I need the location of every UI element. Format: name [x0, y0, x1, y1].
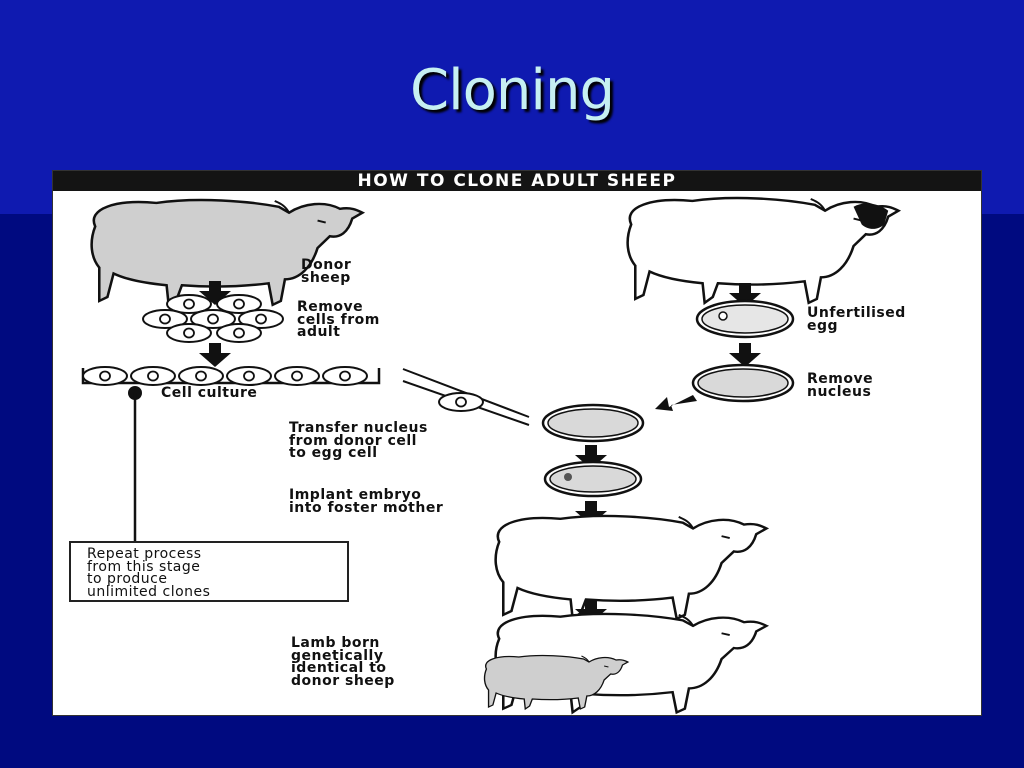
slide-title: Cloning — [409, 58, 615, 123]
arrow-egg-to-transfer — [655, 395, 697, 411]
cloning-diagram: HOW TO CLONE ADULT SHEEP — [52, 170, 982, 716]
label-cell-culture: Cell culture — [161, 385, 258, 401]
label-donor-sheep: Donor sheep — [301, 257, 352, 286]
foster-mother-sheep — [494, 514, 768, 620]
label-unfertilised-egg: Unfertilised egg — [807, 305, 906, 334]
diagram-header: HOW TO CLONE ADULT SHEEP — [53, 171, 981, 191]
label-lamb-born: Lamb born genetically identical to donor… — [291, 635, 395, 689]
label-remove-cells: Remove cells from adult — [297, 299, 380, 340]
label-repeat-process: Repeat process from this stage to produc… — [87, 546, 211, 600]
diagram-artwork — [81, 196, 900, 714]
donor-sheep — [90, 198, 364, 307]
label-remove-nucleus: Remove nucleus — [807, 371, 874, 400]
egg-donor-sheep — [626, 196, 900, 305]
label-implant-embryo: Implant embryo into foster mother — [289, 487, 444, 516]
cell-culture-row — [81, 366, 381, 386]
repeat-process-box: Repeat process from this stage to produc… — [69, 541, 349, 602]
label-transfer-nucleus: Transfer nucleus from donor cell to egg … — [289, 420, 428, 461]
